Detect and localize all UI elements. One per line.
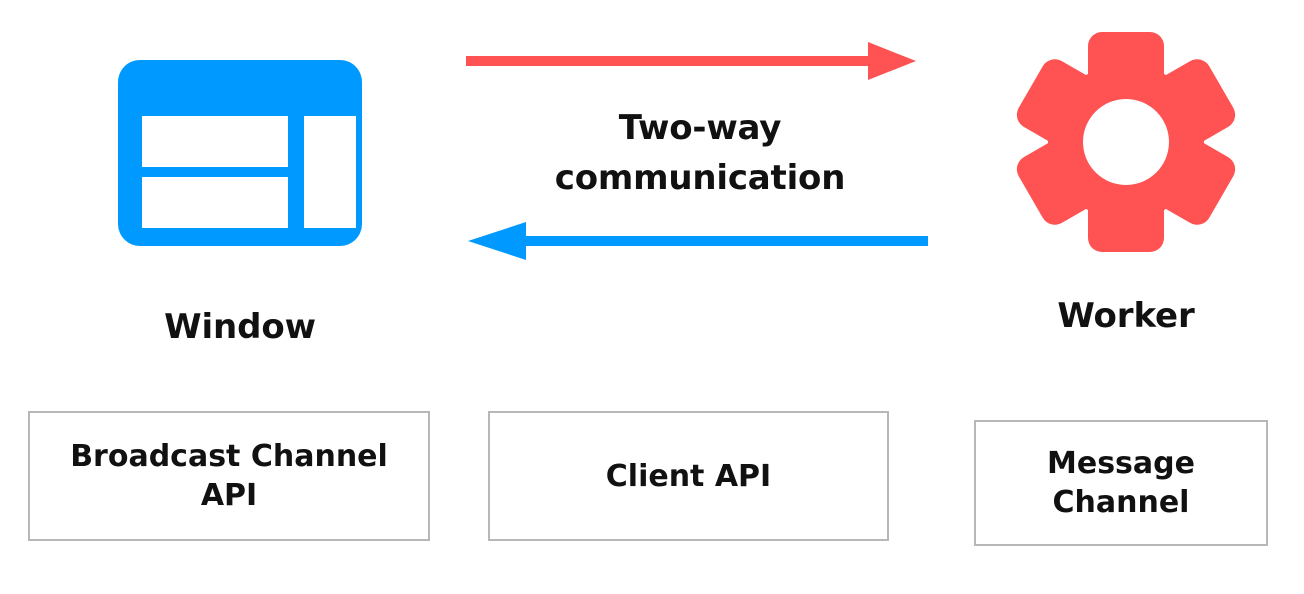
api-box-label: Broadcast Channel API — [70, 439, 388, 513]
node-label-worker: Worker — [1057, 296, 1195, 336]
api-box-broadcast-channel-api: Broadcast Channel API — [28, 411, 430, 541]
gear-icon — [1016, 28, 1236, 256]
window-icon-pane-right — [304, 116, 356, 228]
node-label-window: Window — [164, 307, 316, 347]
browser-window-icon — [118, 60, 362, 246]
connection-caption-line-1: Two-way — [618, 108, 782, 148]
api-box-label: Client API — [605, 459, 772, 494]
connection-caption-line-2: communication — [554, 158, 846, 199]
window-icon-pane-top-left — [142, 116, 288, 167]
arrow-worker-to-window — [464, 220, 928, 262]
window-icon-pane-bottom-left — [142, 177, 288, 228]
api-box-message-channel: Message Channel — [974, 420, 1268, 546]
api-box-client-api: Client API — [488, 411, 889, 541]
api-box-label: Message Channel — [1047, 446, 1195, 520]
arrow-window-to-worker — [466, 40, 918, 82]
connection-caption: Two-way communication — [470, 103, 930, 204]
